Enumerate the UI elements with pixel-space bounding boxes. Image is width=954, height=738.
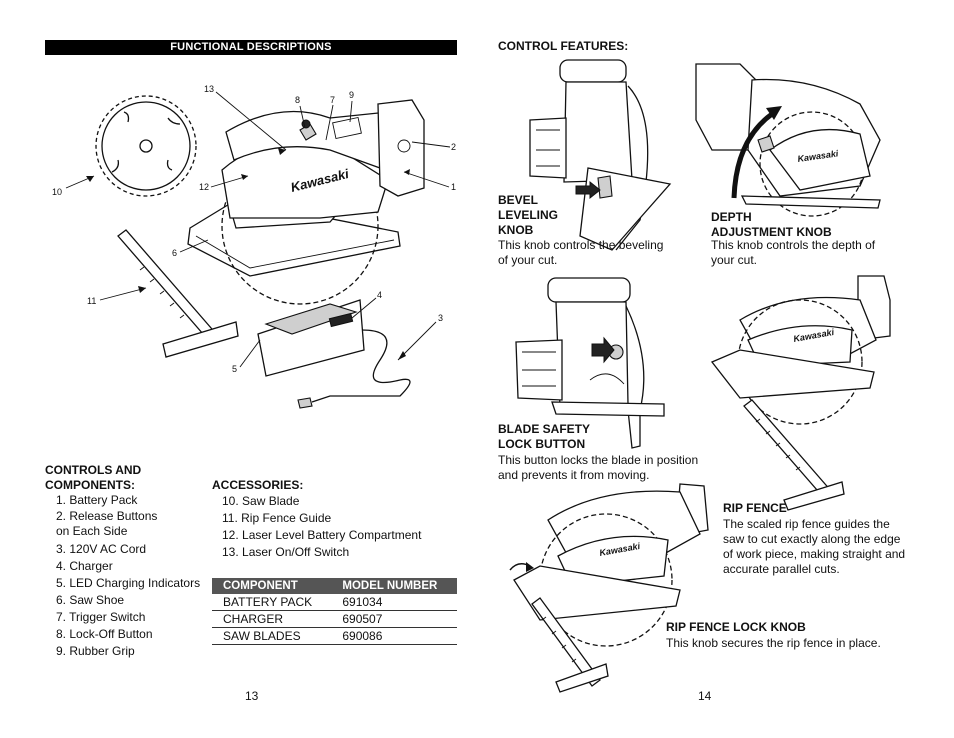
callout-6: 6	[172, 248, 178, 258]
callout-1: 1	[451, 182, 457, 192]
table-cell: BATTERY PACK	[212, 594, 332, 611]
callout-11: 11	[87, 296, 97, 306]
accessories-item: 13. Laser On/Off Switch	[222, 545, 350, 559]
blade-safety-lock-text: This button locks the blade in position …	[498, 453, 699, 482]
rip-fence-saw-drawing: Kawasaki	[710, 275, 891, 511]
model-number-table: COMPONENT MODEL NUMBER BATTERY PACK 6910…	[212, 578, 457, 645]
controls-item: 3. 120V AC Cord	[56, 542, 147, 556]
controls-item: 5. LED Charging Indicators	[56, 576, 201, 590]
callout-10: 10	[52, 187, 63, 197]
accessories-item: 12. Laser Level Battery Compartment	[222, 528, 422, 542]
table-header-cell: MODEL NUMBER	[331, 578, 457, 594]
callout-3: 3	[438, 313, 444, 323]
callout-leader-lines	[65, 91, 451, 368]
callout-arrowheads	[86, 148, 410, 360]
callout-7: 7	[330, 95, 336, 105]
table-cell: SAW BLADES	[212, 627, 332, 645]
controls-list: 1. Battery Pack 2. Release Buttons on Ea…	[56, 492, 200, 660]
bevel-leveling-knob-text: This knob controls the beveling of your …	[498, 238, 664, 267]
table-header-cell: COMPONENT	[212, 578, 332, 594]
depth-adjustment-knob-title: DEPTH ADJUSTMENT KNOB	[711, 210, 832, 239]
rip-fence-lock-knob-title: RIP FENCE LOCK KNOB	[666, 620, 806, 634]
accessories-item: 11. Rip Fence Guide	[222, 511, 332, 525]
table-cell: 691034	[331, 594, 457, 611]
callout-4: 4	[377, 290, 383, 300]
controls-item: 9. Rubber Grip	[56, 644, 135, 658]
table-row: SAW BLADES 690086	[212, 627, 457, 645]
callout-2: 2	[451, 142, 457, 152]
accessories-title: ACCESSORIES:	[212, 478, 304, 492]
rip-fence-guide-drawing	[117, 229, 239, 358]
depth-adjustment-knob-text: This knob controls the depth of your cut…	[711, 238, 876, 267]
table-cell: 690507	[331, 610, 457, 628]
table-row: CHARGER 690507	[212, 610, 457, 628]
controls-item: 6. Saw Shoe	[56, 593, 125, 607]
controls-item: 2. Release Buttons on Each Side	[56, 509, 158, 538]
page-number-right: 14	[698, 689, 712, 703]
depth-saw-drawing: Kawasaki	[695, 63, 881, 217]
table-header-row: COMPONENT MODEL NUMBER	[212, 578, 457, 594]
rip-fence-lock-saw-drawing: Kawasaki	[509, 483, 709, 693]
rip-fence-text: The scaled rip fence guides the saw to c…	[723, 517, 906, 576]
bevel-leveling-knob-title: BEVEL LEVELING KNOB	[498, 193, 559, 237]
svg-text:Kawasaki: Kawasaki	[793, 327, 836, 344]
rip-fence-lock-knob-text: This knob secures the rip fence in place…	[666, 636, 881, 650]
controls-title: CONTROLS AND COMPONENTS:	[45, 463, 142, 492]
callout-13: 13	[204, 84, 215, 94]
saw-blade-drawing	[95, 95, 197, 197]
page-number-left: 13	[245, 689, 259, 703]
callout-9: 9	[349, 90, 355, 100]
accessories-item: 10. Saw Blade	[222, 494, 300, 508]
rip-fence-title: RIP FENCE	[723, 501, 787, 515]
controls-item: 1. Battery Pack	[56, 493, 138, 507]
table-row: BATTERY PACK 691034	[212, 594, 457, 611]
section-header-functional-descriptions: FUNCTIONAL DESCRIPTIONS	[45, 40, 457, 55]
table-cell: CHARGER	[212, 610, 332, 628]
control-features-title: CONTROL FEATURES:	[498, 39, 629, 53]
blade-safety-lock-title: BLADE SAFETY LOCK BUTTON	[498, 422, 591, 451]
controls-item: 8. Lock-Off Button	[56, 627, 153, 641]
accessories-list: 10. Saw Blade 11. Rip Fence Guide 12. La…	[222, 493, 421, 561]
svg-text:Kawasaki: Kawasaki	[797, 148, 840, 164]
callout-5: 5	[232, 364, 238, 374]
controls-item: 4. Charger	[56, 559, 113, 573]
svg-text:Kawasaki: Kawasaki	[289, 166, 351, 195]
callout-12: 12	[199, 182, 210, 192]
table-cell: 690086	[331, 627, 457, 645]
svg-text:Kawasaki: Kawasaki	[599, 541, 642, 558]
charger-drawing	[257, 299, 411, 409]
controls-item: 7. Trigger Switch	[56, 610, 146, 624]
circular-saw-drawing: Kawasaki	[187, 99, 425, 305]
callout-8: 8	[295, 95, 301, 105]
